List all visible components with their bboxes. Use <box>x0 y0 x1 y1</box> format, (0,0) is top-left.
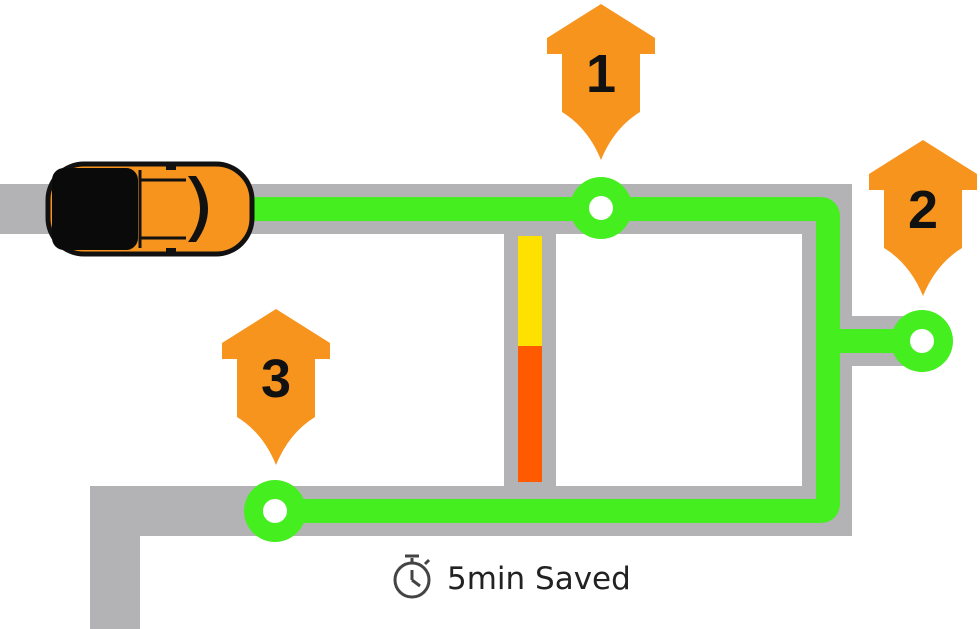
car-mirror-top <box>166 164 176 170</box>
marker-2[interactable]: 2 <box>869 140 977 296</box>
marker-2-label: 2 <box>908 180 938 240</box>
marker-shape <box>547 4 655 160</box>
marker-1-label: 1 <box>586 44 616 104</box>
road-left-down <box>90 486 140 629</box>
car-roof <box>52 168 138 250</box>
traffic-high-segment <box>518 236 542 346</box>
marker-3-label: 3 <box>261 349 291 409</box>
marker-3[interactable]: 3 <box>222 309 330 465</box>
route-path <box>240 197 840 523</box>
waypoint-3[interactable] <box>244 480 306 542</box>
stopwatch-icon <box>393 554 431 599</box>
waypoint-2[interactable] <box>891 310 953 372</box>
marker-shape <box>869 140 977 296</box>
car-icon <box>45 161 255 257</box>
traffic-severe-segment <box>518 346 542 482</box>
car-windshield <box>188 176 208 242</box>
car-mirror-bottom <box>166 248 176 254</box>
marker-shape <box>222 309 330 465</box>
time-saved-label: 5min Saved <box>447 561 631 597</box>
waypoint-1[interactable] <box>570 177 632 239</box>
marker-1[interactable]: 1 <box>547 4 655 160</box>
traffic-bar <box>518 236 542 482</box>
